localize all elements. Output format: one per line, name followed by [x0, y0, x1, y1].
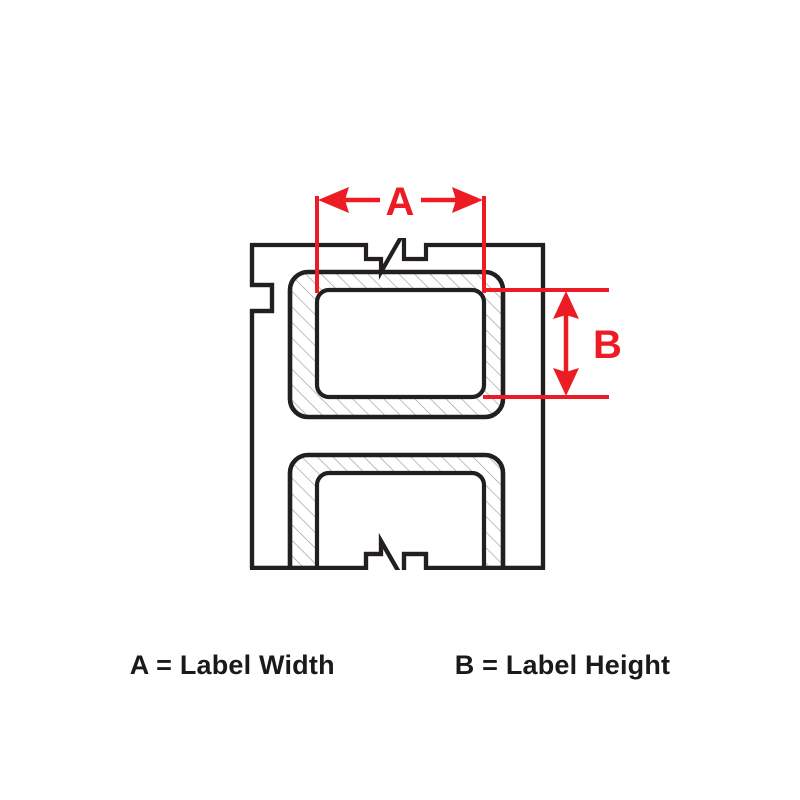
legend: A = Label Width B = Label Height — [0, 650, 800, 681]
legend-item-a: A = Label Width — [129, 650, 335, 680]
dimension-a-arrowhead-left — [318, 187, 349, 213]
bottom-break-stroke-2 — [252, 533, 543, 570]
lower-label-outer-edge — [287, 452, 506, 570]
upper-label-outer-edge — [287, 269, 506, 420]
dimension-a-label: A — [386, 180, 415, 224]
dimension-a-group: A — [315, 180, 486, 293]
lower-label-inner-edge — [314, 470, 487, 570]
dimension-a-arrowhead-right — [452, 187, 483, 213]
upper-label-inner-edge — [314, 287, 487, 400]
dimension-b-arrowhead-top — [553, 291, 579, 319]
below-liner-mask — [240, 570, 560, 630]
upper-label — [280, 262, 520, 432]
dimension-b-label: B — [593, 323, 622, 367]
liner-left-edge-redraw — [249, 245, 275, 568]
dimension-b-group: B — [483, 288, 622, 399]
liner-outline-group — [240, 238, 560, 630]
dimension-b-arrowhead-bottom — [553, 368, 579, 396]
legend-item-b: B = Label Height — [454, 650, 671, 680]
lower-label — [280, 445, 520, 570]
